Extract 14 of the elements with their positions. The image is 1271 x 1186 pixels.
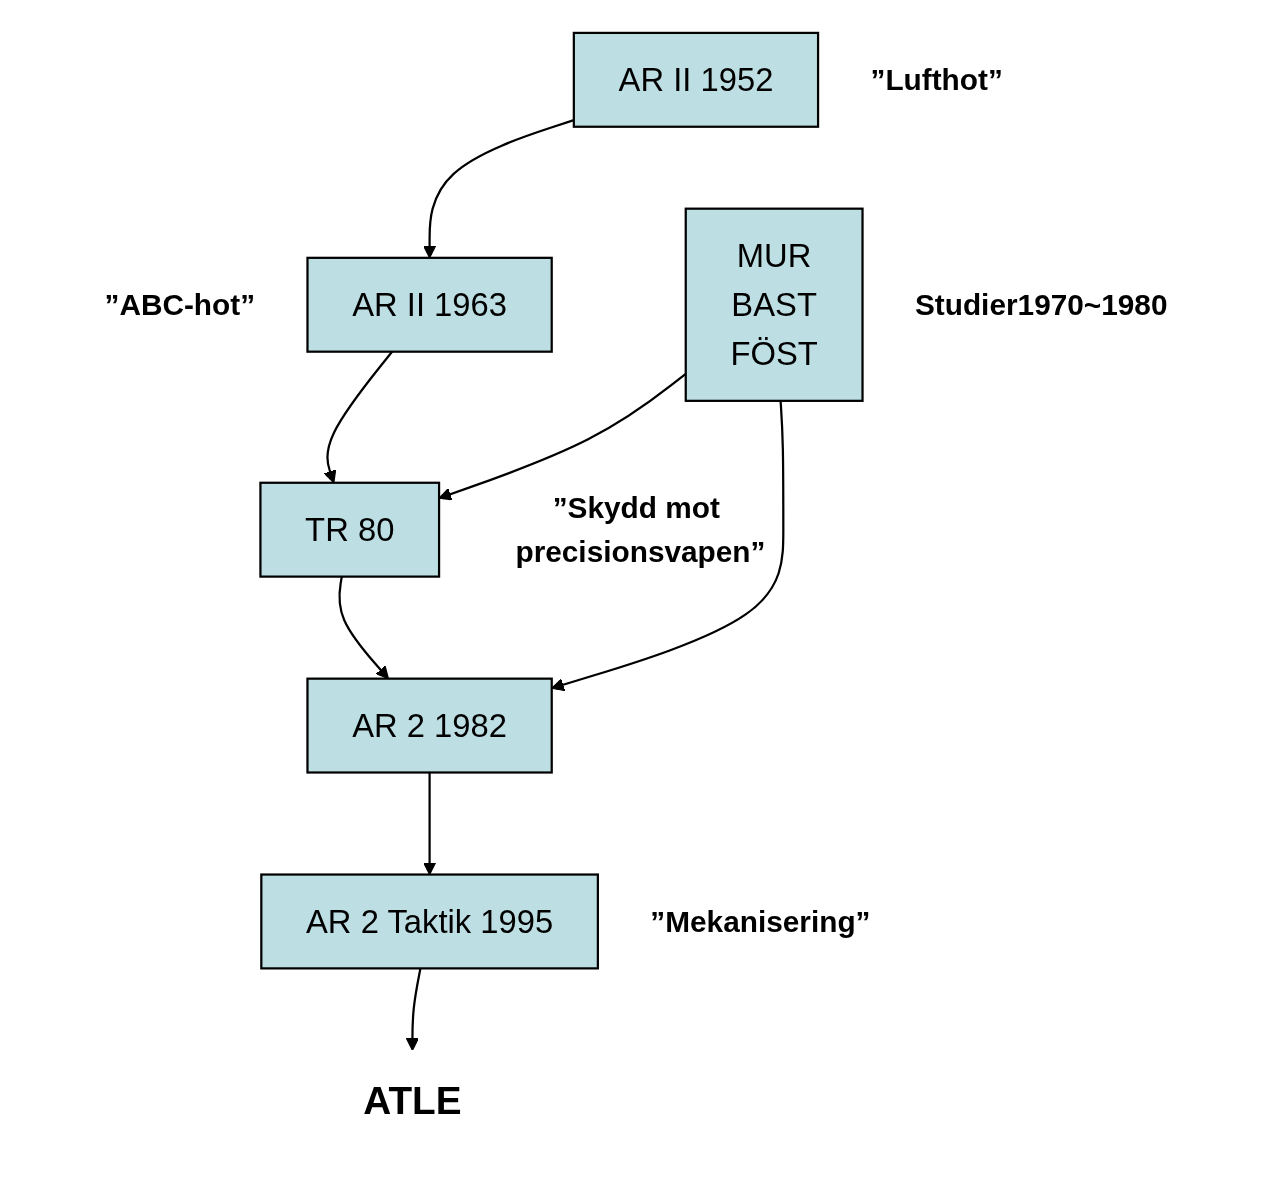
node-box: AR II 1963 bbox=[305, 256, 553, 353]
node-label: ”Mekanisering” bbox=[649, 905, 870, 938]
node-box: AR 2 Taktik 1995 bbox=[259, 873, 599, 970]
arrow bbox=[405, 968, 422, 1051]
node-text: ATLE bbox=[362, 1078, 462, 1124]
node-label: ”ABC-hot” bbox=[103, 288, 255, 322]
node-box: AR 2 1982 bbox=[305, 677, 553, 774]
node-label: ”Lufthot” bbox=[869, 63, 1003, 97]
node-label: Studier1970~1980 bbox=[914, 288, 1168, 322]
arrow bbox=[438, 373, 686, 501]
node-label: ”Skydd mot precisionsvapen” bbox=[514, 490, 765, 569]
node-box: MUR BAST FÖST bbox=[684, 207, 864, 402]
node-box: TR 80 bbox=[258, 481, 440, 578]
node-box: AR II 1952 bbox=[572, 31, 819, 128]
